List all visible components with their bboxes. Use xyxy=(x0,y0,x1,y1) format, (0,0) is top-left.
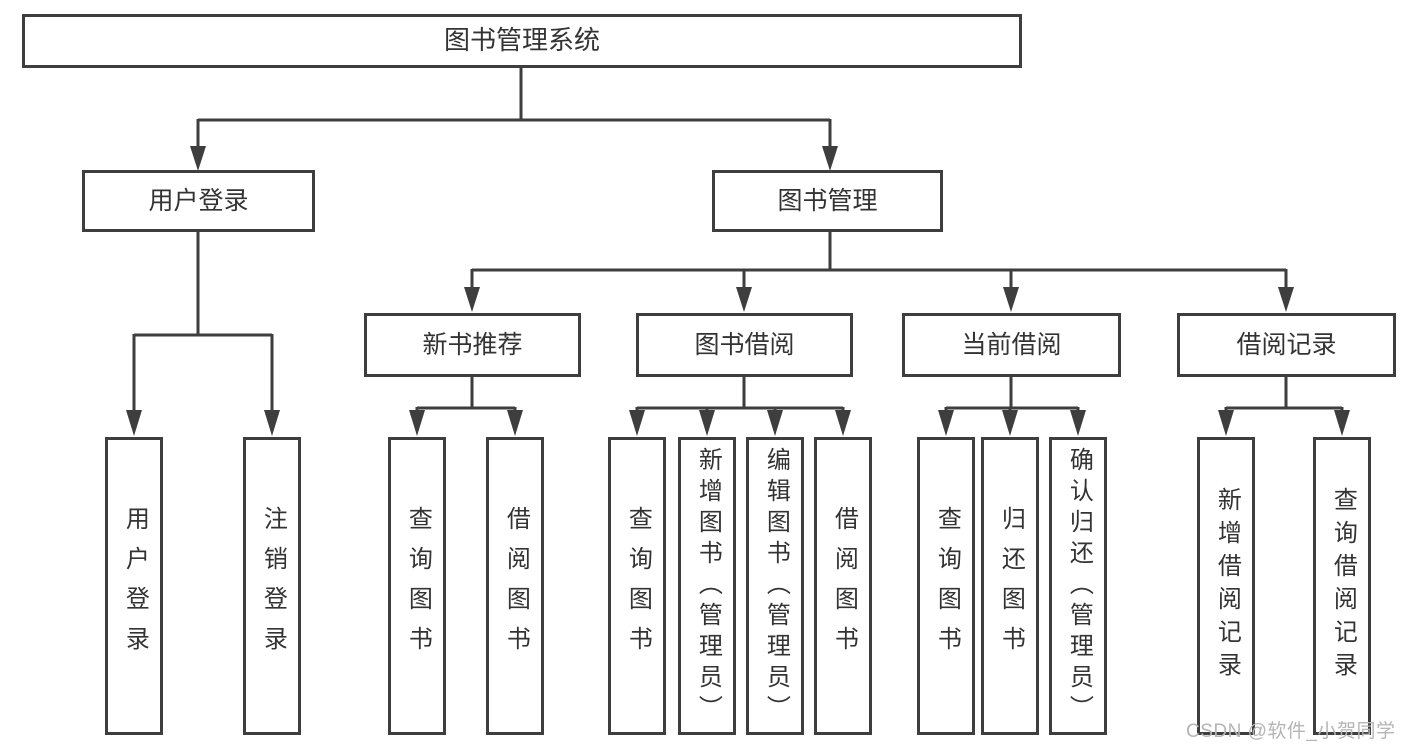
node-label: 借阅记录 xyxy=(1236,331,1337,359)
node-label: 图书管理 xyxy=(777,187,878,215)
leaf-query-books-current: 查询图书 xyxy=(917,437,975,735)
leaf-borrow-books-borrowing: 借阅图书 xyxy=(814,437,872,735)
node-label: 归还图书 xyxy=(997,506,1025,666)
connector-book-borrowing-to-leaves xyxy=(635,377,845,412)
connector-borrow-records-to-leaves xyxy=(1224,377,1344,412)
leaf-return-books: 归还图书 xyxy=(981,437,1039,735)
arrowhead-icon xyxy=(464,287,480,312)
arrowhead-icon xyxy=(1218,410,1234,436)
arrowhead-icon xyxy=(699,410,715,436)
leaf-user-login: 用户登录 xyxy=(105,437,163,735)
node-label: 用户登录 xyxy=(121,506,149,666)
node-label: 借阅图书 xyxy=(502,506,530,666)
node-current-borrowing: 当前借阅 xyxy=(902,313,1121,377)
leaf-borrow-books-recommend: 借阅图书 xyxy=(486,437,544,735)
arrowhead-icon xyxy=(507,410,523,436)
node-label: 查询借阅记录 xyxy=(1329,487,1357,685)
arrowhead-icon xyxy=(938,410,954,436)
node-label: 确认归还（管理员） xyxy=(1065,446,1093,726)
node-book-management: 图书管理 xyxy=(712,170,943,232)
arrowhead-icon xyxy=(629,410,645,436)
node-label: 用户登录 xyxy=(148,187,249,215)
node-new-book-recommendation: 新书推荐 xyxy=(364,313,581,377)
arrowhead-icon xyxy=(126,410,142,436)
arrowhead-icon xyxy=(736,287,752,312)
arrowhead-icon xyxy=(767,410,783,436)
arrowhead-icon xyxy=(1278,287,1294,312)
connector-book-management-to-level3 xyxy=(470,232,1288,290)
leaf-add-books-admin: 新增图书（管理员） xyxy=(678,437,736,735)
connector-new-book-to-leaves xyxy=(415,377,517,412)
node-label: 编辑图书（管理员） xyxy=(762,446,790,726)
node-user-login: 用户登录 xyxy=(82,170,315,232)
node-label: 新书推荐 xyxy=(422,331,523,359)
node-label: 新增图书（管理员） xyxy=(694,446,722,726)
arrowhead-icon xyxy=(1334,410,1350,436)
node-library-system: 图书管理系统 xyxy=(22,14,1022,68)
arrowhead-icon xyxy=(822,146,838,171)
arrowhead-icon xyxy=(409,410,425,436)
arrowhead-icon xyxy=(1002,410,1018,436)
node-label: 新增借阅记录 xyxy=(1213,487,1241,685)
node-label: 注销登录 xyxy=(259,506,287,666)
arrowheads xyxy=(126,146,1350,436)
leaf-query-books-recommend: 查询图书 xyxy=(388,437,446,735)
arrowhead-icon xyxy=(835,410,851,436)
node-label: 查询图书 xyxy=(404,506,432,666)
node-label: 当前借阅 xyxy=(961,331,1062,359)
watermark: CSDN @软件_小贺同学 xyxy=(1186,721,1396,742)
arrowhead-icon xyxy=(1070,410,1086,436)
leaf-logout-login: 注销登录 xyxy=(243,437,301,735)
node-label: 查询图书 xyxy=(933,506,961,666)
node-book-borrowing: 图书借阅 xyxy=(636,313,853,377)
leaf-query-books-borrowing: 查询图书 xyxy=(608,437,666,735)
arrowhead-icon xyxy=(190,146,206,171)
connector-user-login-to-leaves xyxy=(132,232,274,413)
leaf-confirm-return-admin: 确认归还（管理员） xyxy=(1049,437,1107,735)
connector-root-to-level2 xyxy=(196,67,832,148)
node-label: 借阅图书 xyxy=(830,506,858,666)
leaf-edit-books-admin: 编辑图书（管理员） xyxy=(746,437,804,735)
node-borrowing-records: 借阅记录 xyxy=(1177,313,1396,377)
node-label: 查询图书 xyxy=(624,506,652,666)
node-label: 图书管理系统 xyxy=(443,25,600,56)
connector-current-borrowing-to-leaves xyxy=(944,377,1080,412)
leaf-add-borrow-record: 新增借阅记录 xyxy=(1197,437,1255,735)
leaf-query-borrow-record: 查询借阅记录 xyxy=(1313,437,1371,735)
arrowhead-icon xyxy=(264,410,280,436)
node-label: 图书借阅 xyxy=(694,331,795,359)
arrowhead-icon xyxy=(1003,287,1019,312)
